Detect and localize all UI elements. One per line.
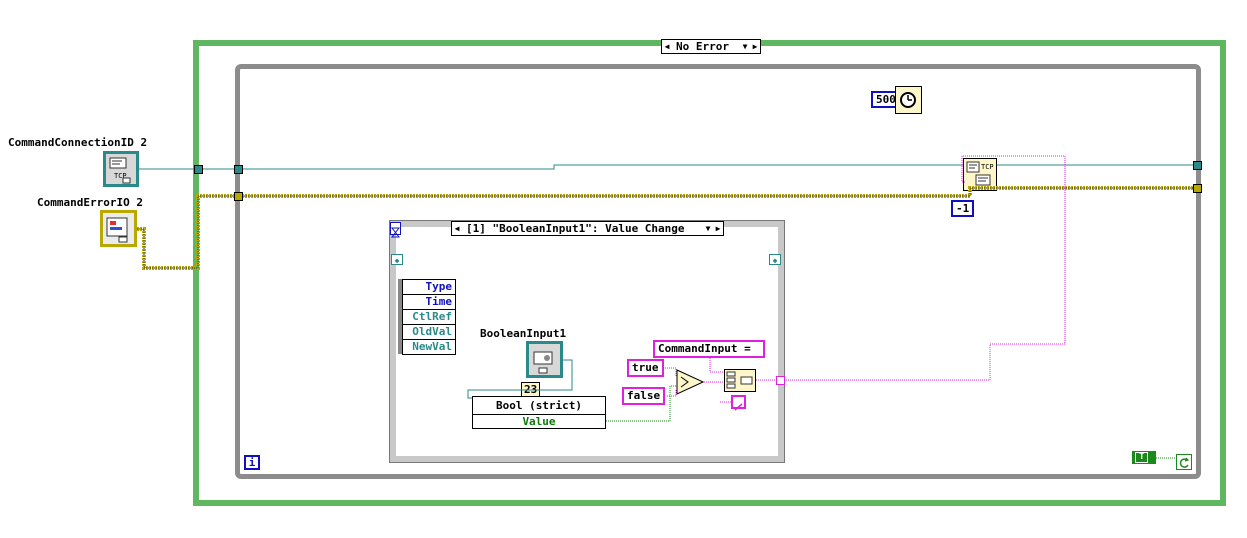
event-data-type[interactable]: Type — [403, 280, 455, 295]
bool-true-label: T — [1135, 452, 1149, 463]
false-string-constant[interactable]: false — [622, 387, 666, 405]
tcp-write-icon[interactable]: TCP — [963, 158, 997, 191]
property-node[interactable]: Bool (strict) Value — [472, 396, 606, 429]
true-string-constant[interactable]: true — [627, 359, 664, 377]
wait-ms-icon[interactable] — [895, 86, 922, 114]
string-tunnel-event — [776, 376, 785, 385]
numeric-23-constant[interactable]: 23 — [521, 382, 541, 397]
concatenate-strings-icon[interactable] — [724, 369, 756, 392]
tcp-connection-glyph: TCP — [106, 154, 136, 184]
command-error-label: CommandErrorIO 2 — [37, 196, 143, 209]
connection-tunnel-case — [194, 165, 203, 174]
error-tunnel-loop — [234, 192, 243, 201]
event-data-node-bar — [398, 279, 402, 354]
event-next-arrow[interactable]: ▶ — [715, 224, 721, 233]
select-function-icon[interactable] — [676, 369, 705, 395]
property-node-header: Bool (strict) — [473, 397, 605, 415]
svg-text:TCP: TCP — [981, 163, 994, 171]
wait-clock-glyph — [900, 92, 916, 108]
event-selector[interactable]: ◀ [1] "BooleanInput1": Value Change ▼ ▶ — [451, 221, 724, 236]
case-next-arrow[interactable]: ▶ — [752, 42, 758, 51]
case-selector-label: No Error — [676, 40, 729, 53]
case-dropdown-arrow[interactable]: ▼ — [742, 42, 748, 51]
bool-true-constant[interactable]: T — [1132, 451, 1156, 464]
tcp-write-glyph: TCP — [966, 161, 994, 186]
command-prefix-constant[interactable]: CommandInput = — [653, 340, 765, 358]
event-dropdown-arrow[interactable]: ▼ — [705, 224, 711, 233]
event-selector-label: [1] "BooleanInput1": Value Change — [466, 222, 685, 235]
loop-condition-icon[interactable] — [1176, 454, 1192, 470]
boolean-control-icon[interactable] — [526, 341, 563, 378]
dynamic-event-terminal-left-icon[interactable]: ◆ — [391, 254, 403, 265]
property-node-value[interactable]: Value — [522, 415, 556, 428]
error-tunnel-out — [1193, 184, 1202, 193]
event-prev-arrow[interactable]: ◀ — [454, 224, 460, 233]
case-prev-arrow[interactable]: ◀ — [664, 42, 670, 51]
boolean-control-glyph — [529, 344, 560, 375]
event-data-newval[interactable]: NewVal — [412, 340, 452, 353]
case-selector[interactable]: ◀ No Error ▼ ▶ — [661, 39, 761, 54]
connection-tunnel-out — [1193, 161, 1202, 170]
iteration-terminal-icon: i — [244, 455, 260, 470]
property-node-type: Bool (strict) — [495, 399, 583, 412]
timeout-constant[interactable]: -1 — [951, 200, 975, 217]
event-data-oldval[interactable]: OldVal — [403, 325, 455, 340]
event-data-node[interactable]: Type Time CtlRef OldVal NewVal — [402, 279, 456, 355]
command-connection-label: CommandConnectionID 2 — [8, 136, 148, 149]
event-data-ctlref[interactable]: CtlRef — [403, 310, 455, 325]
svg-text:TCP: TCP — [114, 172, 127, 180]
event-data-time[interactable]: Time — [403, 295, 455, 310]
boolean-input-label: BooleanInput1 — [480, 327, 567, 340]
dynamic-event-terminal-right-icon[interactable]: ◆ — [769, 254, 781, 265]
empty-string-icon[interactable] — [731, 395, 746, 411]
tcp-connection-icon[interactable]: TCP — [103, 151, 139, 187]
error-cluster-icon[interactable] — [100, 210, 137, 247]
error-cluster-glyph — [103, 213, 134, 244]
hourglass-icon — [390, 222, 401, 238]
connection-tunnel-loop — [234, 165, 243, 174]
